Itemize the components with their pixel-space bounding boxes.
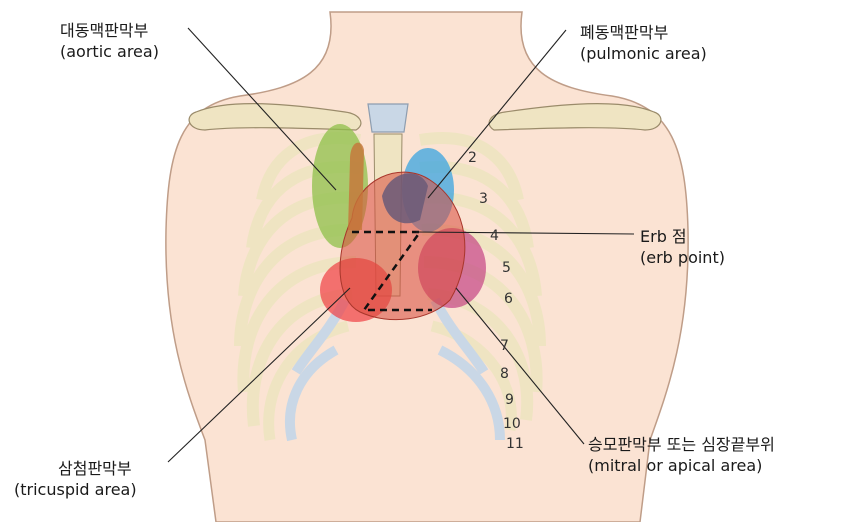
pulmonic-area-label: 폐동맥판막부 (pulmonic area): [580, 22, 707, 64]
rib-number-4: 4: [490, 228, 499, 244]
tricuspid-area-label-en: (tricuspid area): [14, 480, 137, 499]
rib-number-2: 2: [468, 150, 477, 166]
rib-number-5: 5: [502, 260, 511, 276]
rib-number-7: 7: [500, 338, 509, 354]
aorta: [348, 142, 364, 230]
pulmonary-trunk: [382, 173, 428, 224]
heart-border-dashed: [352, 230, 432, 312]
erb-point-label-en: (erb point): [640, 248, 725, 267]
rib-number-labels: 2 3 45 6 7 8 9 10 11: [468, 150, 524, 452]
aortic-area-label-ko: 대동맥판막부: [60, 21, 149, 40]
rib-number-3: 3: [479, 191, 488, 207]
manubrium: [367, 103, 409, 133]
pulmonic-area-label-en: (pulmonic area): [580, 44, 707, 63]
rib-number-9: 9: [505, 392, 514, 408]
tricuspid-area-label: 삼첨판막부 (tricuspid area): [14, 458, 137, 500]
erb-point-label-ko: Erb 점: [640, 227, 687, 246]
tricuspid-area-label-ko: 삼첨판막부: [58, 459, 132, 478]
mitral-area-label-ko: 승모판막부 또는 심장끝부위: [588, 435, 775, 454]
leader-lines: [167, 27, 635, 463]
mitral-area-label: 승모판막부 또는 심장끝부위 (mitral or apical area): [588, 434, 775, 476]
right-clavicle: [488, 103, 662, 131]
aortic-area-label-en: (aortic area): [60, 42, 159, 61]
rib-number-11: 11: [506, 436, 524, 452]
rib-number-6: 6: [504, 291, 513, 307]
mitral-area-label-en: (mitral or apical area): [588, 456, 763, 475]
rib-number-8: 8: [500, 366, 509, 382]
erb-point-label: Erb 점 (erb point): [640, 226, 725, 268]
pulmonic-area-label-ko: 폐동맥판막부: [580, 23, 669, 42]
aortic-area-label: 대동맥판막부 (aortic area): [60, 20, 159, 62]
left-clavicle: [188, 103, 362, 131]
heart: [339, 171, 466, 321]
rib-number-10: 10: [503, 416, 521, 432]
